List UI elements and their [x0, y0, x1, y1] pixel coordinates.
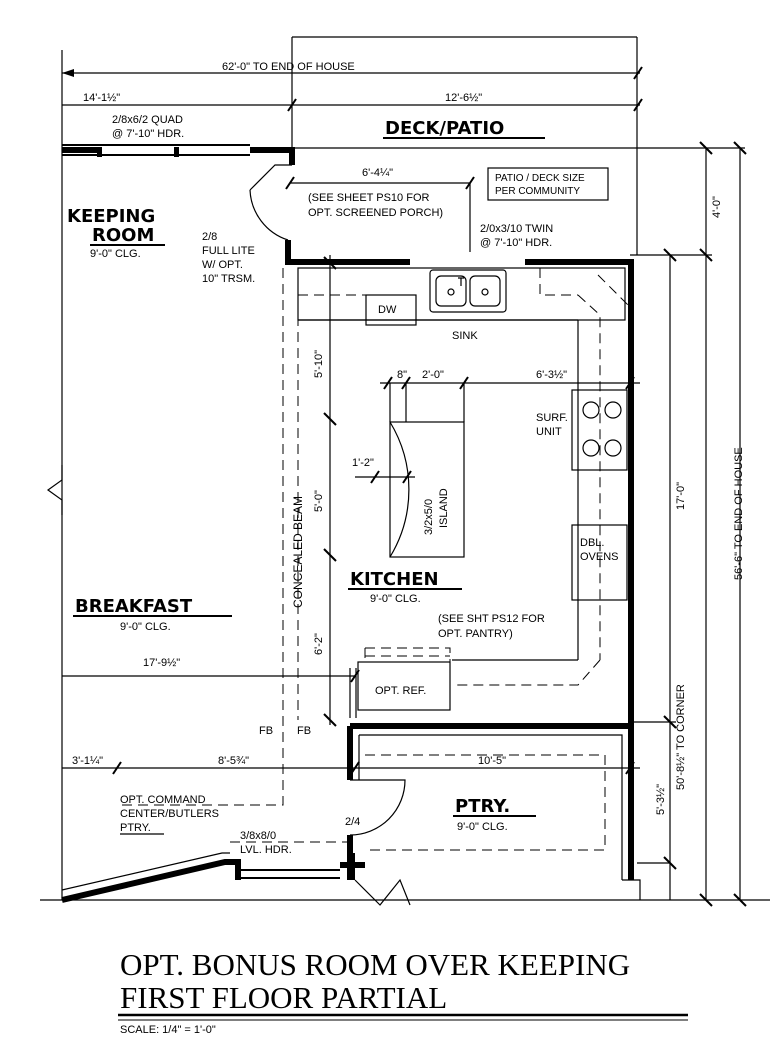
title-block: OPT. BONUS ROOM OVER KEEPING FIRST FLOOR…	[118, 947, 688, 1036]
dimension-lines-right	[290, 141, 747, 907]
dim-8in: 8"	[397, 369, 407, 381]
room-pantry: PTRY.	[455, 796, 510, 817]
dim-8ft-5-75in: 8'-5¾"	[218, 755, 249, 767]
note-command-center-1: OPT. COMMAND	[120, 794, 206, 806]
room-keeping-line1: KEEPING	[67, 206, 155, 227]
note-door-1: 2/8	[202, 231, 217, 243]
title-line-1: OPT. BONUS ROOM OVER KEEPING	[120, 947, 630, 982]
notes: 2/8x6/2 QUAD @ 7'-10" HDR. PATIO / DECK …	[112, 114, 619, 856]
label-island-2: ISLAND	[438, 488, 450, 528]
dim-5ft-10in: 5'-10"	[313, 350, 325, 378]
note-command-center-3: PTRY.	[120, 822, 151, 834]
room-keeping-line2: ROOM	[92, 225, 154, 246]
label-door-2-4: 2/4	[345, 816, 360, 828]
doors	[249, 164, 411, 906]
title-line-2: FIRST FLOOR PARTIAL	[120, 980, 447, 1015]
title-scale: SCALE: 1/4" = 1'-0"	[120, 1024, 216, 1036]
dim-5ft-3-5in: 5'-3½"	[655, 784, 667, 815]
note-door-2: FULL LITE	[202, 245, 255, 257]
dim-3ft-1-25in: 3'-1¼"	[72, 755, 103, 767]
dim-50ft-to-corner: 50'-8½" TO CORNER	[675, 684, 687, 790]
label-fb-1: FB	[259, 725, 273, 737]
note-screened-porch-1: (SEE SHEET PS10 FOR	[308, 192, 430, 204]
walls	[40, 144, 770, 903]
label-surf-unit-2: UNIT	[536, 426, 562, 438]
note-door-4: 10" TRSM.	[202, 273, 255, 285]
dim-6ft-3-5in: 6'-3½"	[536, 369, 567, 381]
dim-6ft-4-25in: 6'-4¼"	[362, 167, 393, 179]
dim-2ft: 2'-0"	[422, 369, 444, 381]
room-labels: DECK/PATIO KEEPING ROOM 9'-0" CLG. KITCH…	[67, 118, 545, 833]
label-dw: DW	[378, 304, 397, 316]
dashed-lines	[120, 268, 629, 851]
kitchen-ceiling: 9'-0" CLG.	[370, 593, 421, 605]
label-fb-2: FB	[297, 725, 311, 737]
note-opt-pantry-2: OPT. PANTRY)	[438, 628, 513, 640]
label-surf-unit-1: SURF.	[536, 412, 568, 424]
note-command-center-2: CENTER/BUTLERS	[120, 808, 219, 820]
note-screened-porch-2: OPT. SCREENED PORCH)	[308, 207, 443, 219]
breakfast-ceiling: 9'-0" CLG.	[120, 621, 171, 633]
dim-62ft-end-of-house: 62'-0" TO END OF HOUSE	[222, 61, 355, 73]
note-quad-hdr-1: 2/8x6/2 QUAD	[112, 114, 183, 126]
dim-4ft: 4'-0"	[711, 196, 723, 218]
label-concealed-beam: CONCEALED BEAM	[291, 496, 305, 608]
dim-12ft-6-5in: 12'-6½"	[445, 92, 482, 104]
room-breakfast: BREAKFAST	[75, 596, 193, 617]
note-twin-hdr-1: 2/0x3/10 TWIN	[480, 223, 553, 235]
dimension-lines-interior	[62, 255, 640, 775]
dim-5ft: 5'-0"	[313, 490, 325, 512]
dim-1ft-2in: 1'-2"	[352, 457, 374, 469]
note-lvl-hdr-2: LVL. HDR.	[240, 844, 292, 856]
label-dbl-ovens-2: OVENS	[580, 551, 619, 563]
note-opt-pantry-1: (SEE SHT PS12 FOR	[438, 613, 545, 625]
note-twin-hdr-2: @ 7'-10" HDR.	[480, 237, 552, 249]
label-opt-ref: OPT. REF.	[375, 685, 426, 697]
label-sink: SINK	[452, 330, 478, 342]
note-patio-size-1: PATIO / DECK SIZE	[495, 173, 585, 184]
pantry-ceiling: 9'-0" CLG.	[457, 821, 508, 833]
room-kitchen: KITCHEN	[350, 569, 439, 590]
label-dbl-ovens-1: DBL.	[580, 537, 604, 549]
dim-14ft-1-5in: 14'-1½"	[83, 92, 120, 104]
dim-17ft-9-5in: 17'-9½"	[143, 657, 180, 669]
dim-10ft-5in: 10'-5"	[478, 755, 506, 767]
label-island-1: 3/2x5/0	[423, 499, 435, 535]
note-lvl-hdr-1: 3/8x8/0	[240, 830, 276, 842]
dim-6ft-2in: 6'-2"	[313, 633, 325, 655]
room-deck-patio: DECK/PATIO	[385, 118, 504, 139]
patio-size-box	[487, 167, 609, 201]
dim-17ft: 17'-0"	[675, 482, 687, 510]
dimension-labels: 62'-0" TO END OF HOUSE 14'-1½" 12'-6½" 6…	[72, 61, 745, 815]
keeping-ceiling: 9'-0" CLG.	[90, 248, 141, 260]
note-quad-hdr-2: @ 7'-10" HDR.	[112, 128, 184, 140]
kitchen-casework	[297, 267, 628, 718]
break-symbol	[46, 465, 63, 515]
dimension-lines-top	[61, 36, 643, 900]
note-door-3: W/ OPT.	[202, 259, 243, 271]
dim-56ft-to-end: 56'-6" TO END OF HOUSE	[733, 447, 745, 580]
note-patio-size-2: PER COMMUNITY	[495, 186, 580, 197]
